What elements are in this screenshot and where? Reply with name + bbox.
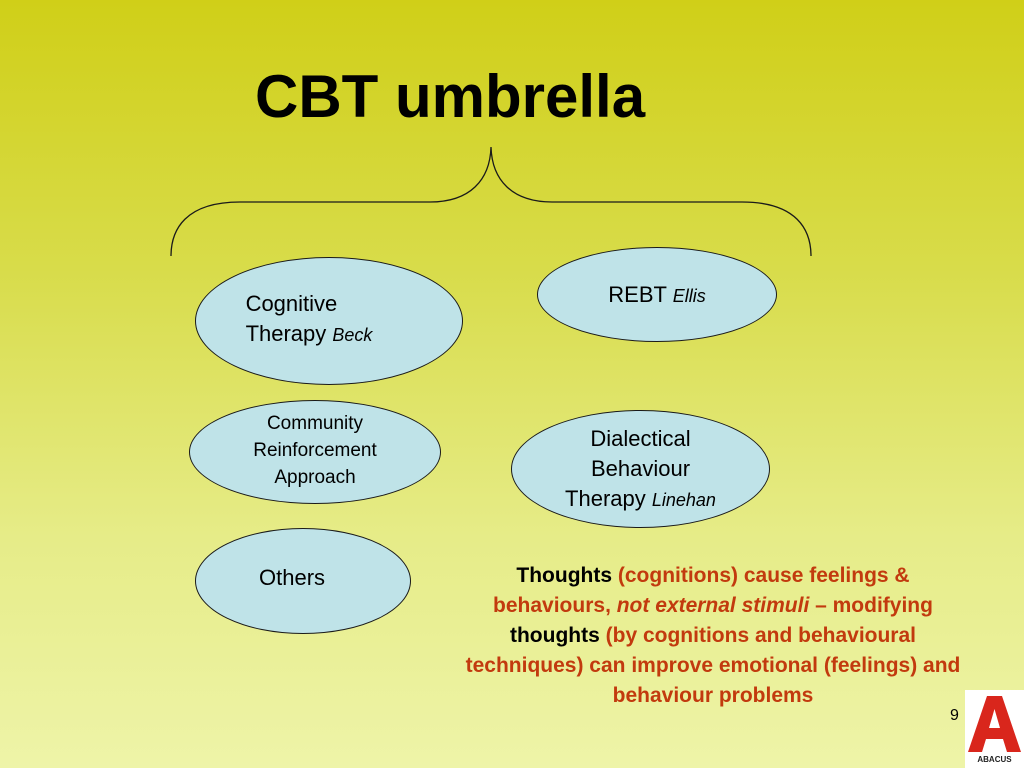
dialectical-line3: Therapy <box>565 485 646 511</box>
para-segment-6: (by cognitions and behavioural technique… <box>465 624 961 707</box>
para-thoughts-2: thoughts <box>509 624 600 647</box>
others-oval: Others <box>195 528 411 634</box>
rebt-label: REBT <box>608 282 667 307</box>
rebt-author: Ellis <box>672 286 706 306</box>
abacus-logo: ABACUS <box>965 690 1024 768</box>
abacus-logo-icon: ABACUS <box>965 690 1024 768</box>
slide-title: CBT umbrella <box>255 63 646 130</box>
cognitive-line2: Therapy <box>245 320 327 346</box>
page-number: 9 <box>950 707 959 724</box>
dialectical-behaviour-oval: Dialectical Behaviour Therapy Linehan <box>511 410 770 528</box>
cognitive-therapy-oval: Cognitive Therapy Beck <box>195 257 463 385</box>
logo-word: ABACUS <box>977 755 1012 764</box>
dialectical-line1: Dialectical <box>590 425 691 451</box>
cognitive-line1: Cognitive <box>245 290 338 316</box>
rebt-oval: REBT Ellis <box>537 247 777 342</box>
para-thoughts: Thoughts <box>516 564 613 587</box>
others-label: Others <box>259 565 326 590</box>
summary-paragraph: Thoughts (cognitions) cause feelings & b… <box>462 561 964 711</box>
community-line2: Reinforcement <box>253 439 377 461</box>
dialectical-author: Linehan <box>651 489 716 510</box>
dialectical-line2: Behaviour <box>590 455 691 481</box>
community-line3: Approach <box>274 466 356 488</box>
community-line1: Community <box>266 412 364 434</box>
para-segment-4: – modifying <box>809 594 933 617</box>
community-reinforcement-oval: Community Reinforcement Approach <box>189 400 441 504</box>
para-segment-2: (cognitions) cause feelings & behaviours… <box>493 564 910 617</box>
para-emphasis: not external stimuli <box>616 594 810 617</box>
cognitive-author: Beck <box>332 324 373 345</box>
